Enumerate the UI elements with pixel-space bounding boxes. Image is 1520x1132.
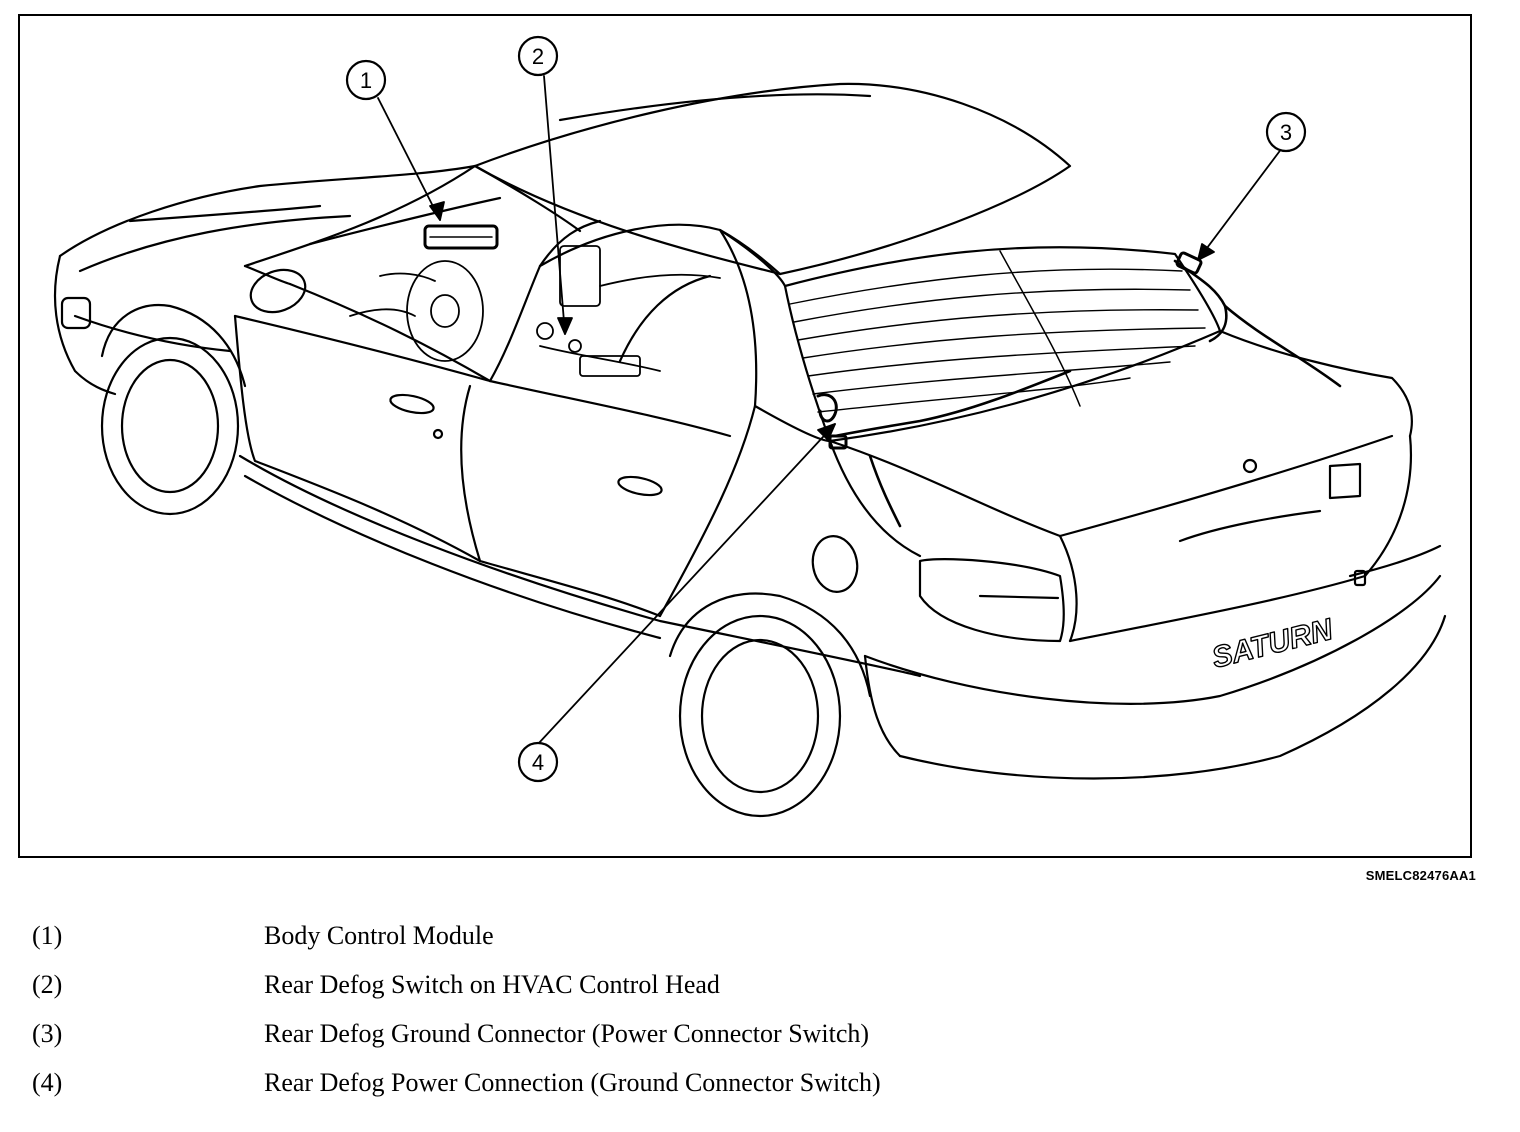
svg-text:1: 1 (360, 68, 372, 93)
legend-item-1: (1) Body Control Module (30, 918, 1230, 967)
defog-wiring (833, 259, 1342, 528)
callout-1: 1 (345, 59, 387, 101)
leader-lines (377, 75, 1283, 745)
tail-light (918, 462, 1362, 643)
legend-item-4: (4) Rear Defog Power Connection (Ground … (30, 1065, 1230, 1114)
svg-text:4: 4 (532, 750, 544, 775)
svg-text:3: 3 (1280, 120, 1292, 145)
rocker-panel (238, 454, 922, 678)
rear-window (783, 246, 1222, 443)
interior (349, 245, 721, 377)
rear-quarter (718, 228, 922, 593)
legend-label: Rear Defog Switch on HVAC Control Head (264, 970, 720, 999)
rear-door (478, 223, 758, 618)
legend-label: Rear Defog Ground Connector (Power Conne… (264, 1019, 870, 1048)
callout-3: 3 (1265, 111, 1307, 153)
defogger-grid (789, 268, 1206, 413)
rear-bumper (863, 544, 1447, 780)
rear-door-handle (617, 475, 663, 497)
side-mirror (249, 268, 307, 314)
legend-label: Body Control Module (264, 921, 494, 950)
car-illustration: 1 2 3 4 SATURN (53, 35, 1447, 818)
figure-code: SMELC82476AA1 (1365, 868, 1476, 883)
legend-item-2: (2) Rear Defog Switch on HVAC Control He… (30, 967, 1230, 1016)
front-door-handle (389, 393, 435, 415)
fuel-door (811, 535, 859, 593)
diagram-frame: 1 2 3 4 SATURN (18, 14, 1472, 858)
callout-2: 2 (517, 35, 559, 77)
front-door (233, 219, 602, 563)
front-wheel (100, 304, 247, 516)
body-control-module (423, 224, 499, 250)
rear-wheel (668, 592, 872, 818)
legend: (1) Body Control Module (2) Rear Defog S… (30, 918, 1230, 1114)
legend-number: (3) (32, 1019, 63, 1048)
windshield (243, 164, 582, 286)
bumper-badge: SATURN (1209, 613, 1337, 675)
legend-label: Rear Defog Power Connection (Ground Conn… (264, 1068, 881, 1097)
trunk (828, 329, 1413, 643)
legend-item-3: (3) Rear Defog Ground Connector (Power C… (30, 1016, 1230, 1065)
defog-connectors (816, 251, 1203, 450)
svg-text:2: 2 (532, 44, 544, 69)
legend-number: (4) (32, 1068, 63, 1097)
callout-4: 4 (517, 741, 559, 783)
legend-number: (1) (32, 921, 63, 950)
legend-number: (2) (32, 970, 63, 999)
